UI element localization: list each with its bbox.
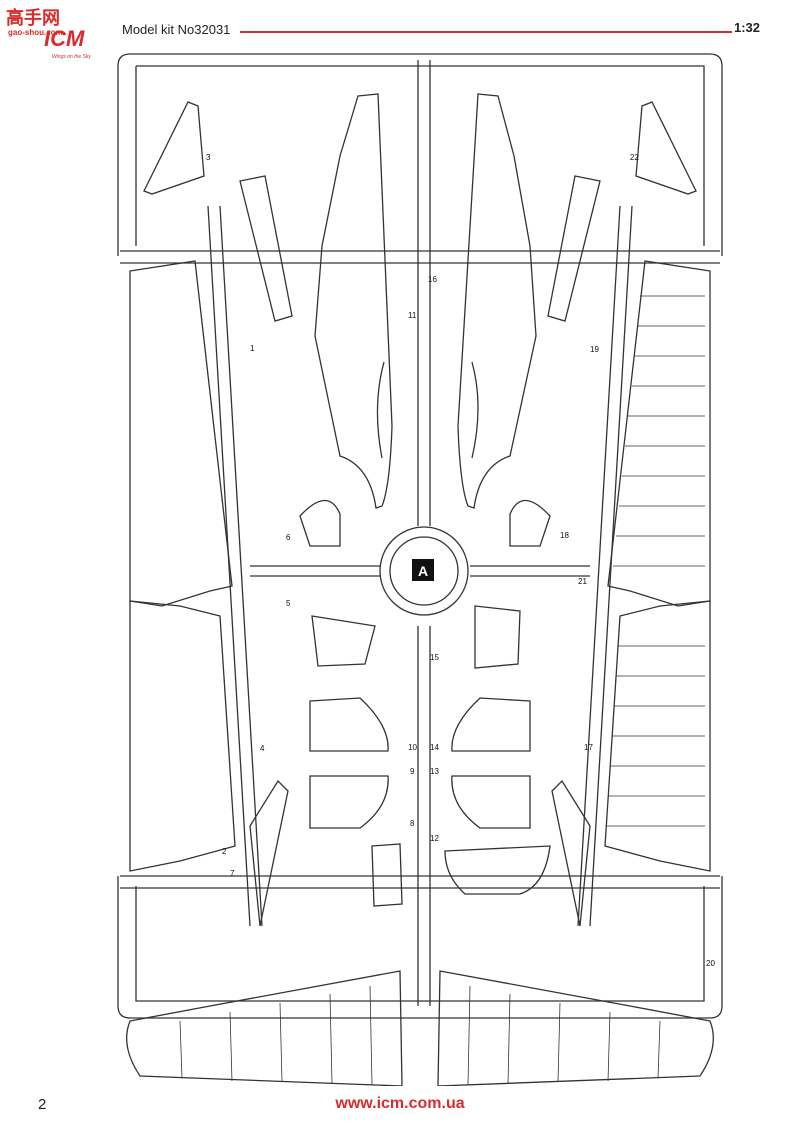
sprue-letter: A xyxy=(418,563,428,579)
scale-label: 1:32 xyxy=(733,20,760,35)
logo-url: gao-shou.com xyxy=(8,28,63,37)
wing-right-lower xyxy=(604,600,711,872)
sprue-cross-runner xyxy=(250,565,590,577)
page-header: 高手网 ICM gao-shou.com Wings on the Sky Mo… xyxy=(0,0,800,60)
bracket-left xyxy=(299,499,341,547)
part-number-16: 16 xyxy=(428,275,437,284)
wing-right-ribs xyxy=(607,295,705,827)
part-number-8: 8 xyxy=(410,819,415,828)
control-surface-4 xyxy=(451,775,531,829)
part-number-13: 13 xyxy=(430,767,439,776)
part-labels: 1 2 3 4 5 6 7 8 9 10 11 12 13 14 15 16 1… xyxy=(206,153,715,968)
part-number-17: 17 xyxy=(584,743,593,752)
sprue-left-runner xyxy=(207,205,263,927)
control-surface-1 xyxy=(309,697,389,752)
sprue-diagram: A 1 2 3 4 5 6 7 8 9 10 11 12 13 xyxy=(117,53,723,1086)
logo-brand: ICM xyxy=(44,26,85,51)
tailplane-right xyxy=(437,970,714,1086)
part-number-18: 18 xyxy=(560,531,569,540)
sprue-frame-outer xyxy=(117,53,723,1019)
sprue-right-runner xyxy=(577,205,633,927)
part-number-22: 22 xyxy=(630,153,639,162)
part-number-1: 1 xyxy=(250,344,255,353)
fuselage-right-half xyxy=(457,93,537,509)
part-number-15: 15 xyxy=(430,653,439,662)
wing-left-lower xyxy=(129,600,236,872)
part-number-2: 2 xyxy=(222,847,227,856)
fin-top-left xyxy=(143,101,205,195)
part-number-3: 3 xyxy=(206,153,211,162)
sprue-upper-runner xyxy=(120,250,720,264)
tailplane-left xyxy=(126,970,403,1086)
part-number-19: 19 xyxy=(590,345,599,354)
sprue-hub-inner xyxy=(389,536,459,606)
small-part-8 xyxy=(371,843,403,907)
part-number-20: 20 xyxy=(706,959,715,968)
wing-left-upper xyxy=(129,260,233,607)
website-link[interactable]: www.icm.com.ua xyxy=(335,1095,465,1112)
strip-lower-right xyxy=(551,779,591,927)
part-number-4: 4 xyxy=(260,744,265,753)
part-number-11: 11 xyxy=(408,311,417,320)
part-number-21: 21 xyxy=(578,577,587,586)
part-number-9: 9 xyxy=(410,767,415,776)
strip-lower-left xyxy=(249,779,289,927)
part-number-6: 6 xyxy=(286,533,291,542)
tailplane-ribs xyxy=(179,985,661,1086)
control-surface-2 xyxy=(309,775,389,829)
panel-right-center xyxy=(474,605,521,669)
fuselage-left-half xyxy=(314,93,393,509)
part-number-5: 5 xyxy=(286,599,291,608)
sprue-center-runner xyxy=(417,60,431,1006)
logo-chinese: 高手网 xyxy=(6,7,60,28)
part-number-12: 12 xyxy=(430,834,439,843)
header-rule xyxy=(240,31,732,33)
wing-right-upper xyxy=(607,260,711,607)
strip-upper-left xyxy=(239,175,293,322)
sprue-frame-inner xyxy=(135,65,705,1002)
kit-number: Model kit No32031 xyxy=(122,22,231,37)
sprue-lower-runner xyxy=(120,875,720,889)
strip-upper-right xyxy=(547,175,601,322)
sprue-hub-outer xyxy=(379,526,469,616)
fuselage-left-windows xyxy=(376,361,479,459)
fin-top-right xyxy=(635,101,697,195)
bracket-right xyxy=(509,499,551,547)
part-number-10: 10 xyxy=(408,743,417,752)
sprue-letter-box xyxy=(412,559,434,581)
control-surface-3 xyxy=(451,697,531,752)
page-number: 2 xyxy=(38,1096,47,1113)
icm-logo: 高手网 ICM gao-shou.com Wings on the Sky xyxy=(6,7,91,60)
logo-tagline: Wings on the Sky xyxy=(52,54,91,60)
part-number-7: 7 xyxy=(230,869,235,878)
control-surface-5 xyxy=(444,845,551,895)
part-number-14: 14 xyxy=(430,743,439,752)
panel-left-center xyxy=(311,615,376,667)
